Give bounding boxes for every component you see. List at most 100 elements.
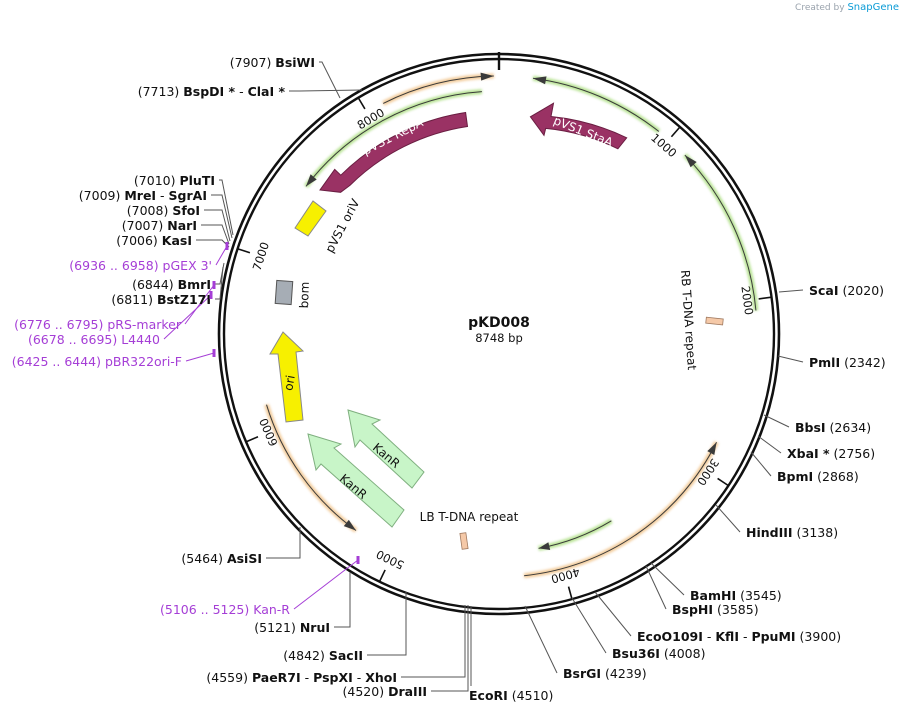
leader-enzyme-13 [431, 605, 469, 692]
label-bom: bom [297, 281, 312, 308]
enzyme-site-3[interactable]: (7009) MreI - SgrAI [79, 188, 207, 203]
leader-enzyme-r0 [778, 289, 804, 293]
enzyme-site-r4[interactable]: BpmI (2868) [777, 469, 859, 484]
leader-enzyme-r7 [645, 565, 667, 610]
orf-green-bottom-glow [538, 518, 613, 551]
primer-marker-1 [212, 281, 216, 289]
orf-green-top-left-arrowhead [305, 174, 317, 187]
label-lb-tdna-repeat: LB T-DNA repeat [420, 510, 519, 524]
feature-bom[interactable] [274, 279, 294, 306]
enzyme-site-11[interactable]: (4842) SacII [283, 648, 363, 663]
leader-enzyme-3 [211, 194, 233, 239]
leader-enzyme-8 [215, 266, 224, 300]
enzyme-site-r2[interactable]: BbsI (2634) [795, 420, 871, 435]
leader-enzyme-r2 [763, 414, 790, 428]
enzyme-site-r0[interactable]: ScaI (2020) [809, 283, 884, 298]
feature-kanr-1[interactable] [347, 409, 425, 489]
tick-2000 [758, 296, 772, 300]
orf-orange-bottom-glow [523, 441, 719, 579]
leader-enzyme-9 [266, 527, 301, 559]
feature-pvs1-staa[interactable] [529, 102, 628, 150]
feature-lb-tdna-repeat[interactable] [459, 532, 469, 550]
enzyme-site-10[interactable]: (5121) NruI [254, 620, 330, 635]
leader-primer-2 [163, 294, 212, 340]
tick-label-1000: 1000 [648, 130, 679, 160]
primer-marker-4 [356, 556, 360, 564]
tick-1000 [670, 126, 681, 138]
enzyme-site-0[interactable]: (7907) BsiWI [230, 55, 315, 70]
label-ori: ori [281, 374, 297, 392]
orf-orange-bottom[interactable] [524, 442, 717, 577]
enzyme-site-9[interactable]: (5464) AsiSI [181, 551, 262, 566]
enzyme-site-8[interactable]: (6811) BstZ17I [111, 292, 211, 307]
leader-enzyme-1 [289, 89, 363, 92]
orf-arcs [264, 72, 759, 579]
leader-primer-4 [293, 559, 359, 610]
orf-orange-top-arrowhead [480, 72, 494, 81]
primer-3[interactable]: (6425 .. 6444) pBR322ori-F [12, 354, 182, 369]
enzyme-site-7[interactable]: (6844) BmrI [132, 277, 211, 292]
leader-enzyme-r9 [571, 597, 607, 654]
enzyme-site-r7[interactable]: BspHI (3585) [672, 602, 759, 617]
orf-green-right[interactable] [684, 154, 757, 311]
tick-6000 [245, 435, 259, 443]
leader-enzyme-0 [319, 61, 341, 99]
label-rb-tdna-repeat: RB T-DNA repeat [678, 269, 699, 370]
primer-4[interactable]: (5106 .. 5125) Kan-R [160, 602, 290, 617]
enzyme-site-4[interactable]: (7008) SfoI [127, 203, 200, 218]
primer-marker-0 [225, 242, 229, 250]
leader-enzyme-12 [401, 605, 466, 678]
tick-label-7000: 7000 [250, 240, 272, 272]
enzyme-site-r3[interactable]: XbaI * (2756) [787, 446, 875, 461]
leader-enzyme-5 [201, 224, 230, 245]
enzyme-site-1[interactable]: (7713) BspDI * - ClaI * [138, 84, 286, 99]
primer-1[interactable]: (6776 .. 6795) pRS-marker [14, 317, 182, 332]
enzyme-site-r5[interactable]: HindIII (3138) [746, 525, 838, 540]
primer-0[interactable]: (6936 .. 6958) pGEX 3' [69, 258, 212, 273]
leader-lines [163, 61, 804, 692]
leader-enzyme-r5 [715, 504, 741, 533]
orf-green-bottom-arrowhead [538, 542, 551, 551]
feature-pvs1-oriv[interactable] [294, 200, 327, 237]
enzyme-site-r8[interactable]: EcoO109I - KflI - PpuMI (3900) [637, 629, 841, 644]
leader-enzyme-r1 [777, 355, 804, 363]
feature-kanr-2[interactable] [307, 433, 405, 528]
plasmid-name: pKD008 [468, 315, 530, 331]
enzyme-site-r11[interactable]: EcoRI (4510) [469, 688, 553, 703]
enzyme-site-5[interactable]: (7007) NarI [122, 218, 197, 233]
tick-4000 [567, 586, 573, 600]
leader-primer-1 [184, 284, 215, 325]
enzyme-site-2[interactable]: (7010) PluTI [134, 173, 215, 188]
primer-marker-2 [209, 291, 213, 299]
orf-green-top-left[interactable] [305, 91, 482, 187]
orf-green-top-right-arrowhead [532, 76, 547, 85]
enzyme-site-12[interactable]: (4559) PaeR7I - PspXI - XhoI [206, 670, 397, 685]
feature-rb-tdna-repeat[interactable] [705, 316, 724, 326]
enzyme-site-r1[interactable]: PmlI (2342) [809, 355, 886, 370]
enzyme-site-r10[interactable]: BsrGI (4239) [563, 666, 647, 681]
plasmid-size: 8748 bp [475, 331, 523, 345]
enzyme-site-6[interactable]: (7006) KasI [116, 233, 192, 248]
leader-enzyme-r10 [524, 605, 558, 674]
orf-orange-bottom-arrowhead [707, 442, 717, 456]
feature-pvs1-repa[interactable] [319, 111, 469, 193]
site-labels: (7907) BsiWI (7713) BspDI * - ClaI * (7010… [12, 55, 886, 703]
enzyme-site-r6[interactable]: BamHI (3545) [690, 588, 782, 603]
enzyme-site-r9[interactable]: Bsu36I (4008) [612, 646, 705, 661]
orf-green-top-right[interactable] [532, 77, 660, 132]
leader-enzyme-2 [219, 179, 234, 236]
orf-orange-left[interactable] [266, 404, 357, 531]
leader-enzyme-4 [204, 209, 231, 242]
leader-enzyme-r8 [594, 591, 632, 637]
leader-enzyme-r3 [757, 435, 782, 454]
primer-2[interactable]: (6678 .. 6695) L4440 [28, 332, 160, 347]
tick-5000 [378, 569, 386, 583]
snapgene-watermark: Created by SnapGene [795, 2, 899, 13]
leader-primer-3 [185, 352, 215, 362]
feature-ori[interactable] [269, 331, 305, 423]
leader-primer-0 [215, 245, 228, 266]
tick-7000 [237, 247, 251, 254]
enzyme-site-13[interactable]: (4520) DraIII [343, 684, 427, 699]
leader-enzyme-6 [196, 239, 230, 248]
